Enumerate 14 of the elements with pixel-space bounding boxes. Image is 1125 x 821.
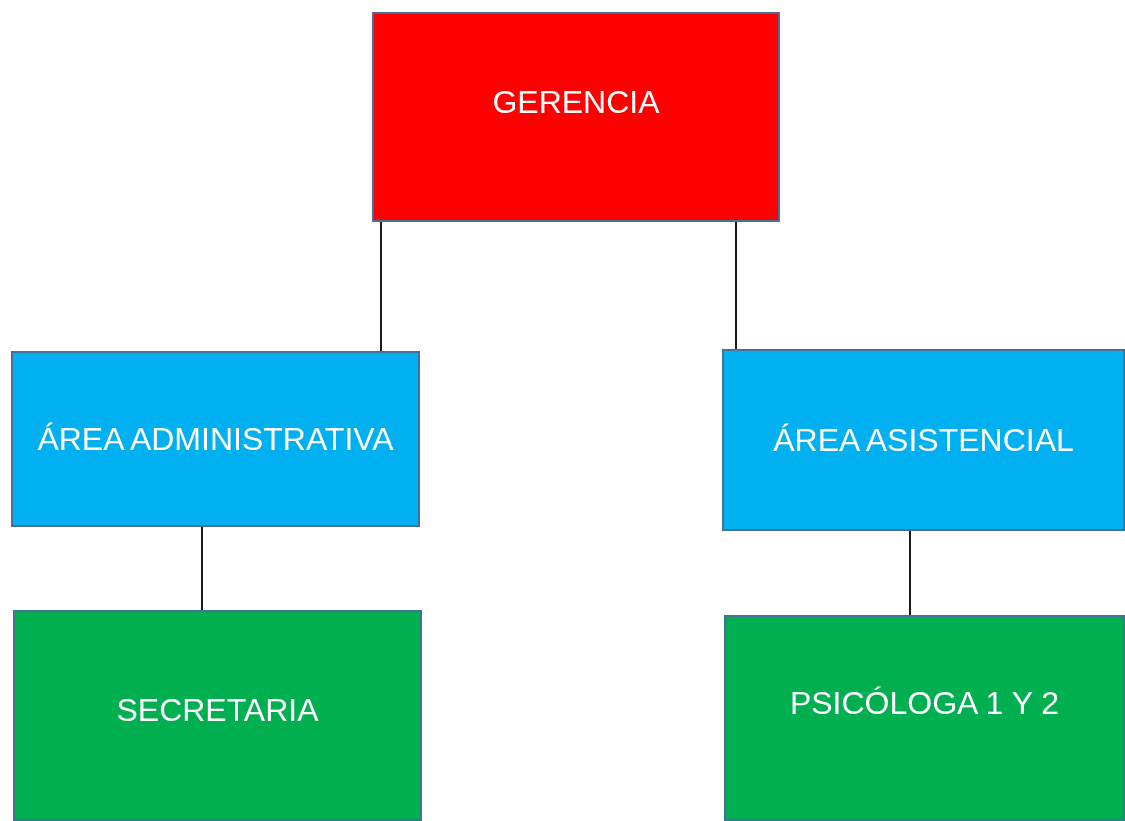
- connector-line: [909, 530, 911, 616]
- box-label: PSICÓLOGA 1 Y 2: [788, 683, 1061, 723]
- box-label: ÁREA ADMINISTRATIVA: [36, 419, 395, 459]
- connector-line: [735, 221, 737, 350]
- org-box: [372, 12, 780, 222]
- box-label: GERENCIA: [491, 82, 661, 122]
- box-label: SECRETARIA: [115, 691, 320, 731]
- org-box: [13, 610, 422, 821]
- org-box: [724, 615, 1125, 821]
- connector-line: [201, 526, 203, 611]
- org-box: [722, 349, 1125, 531]
- box-label: ÁREA ASISTENCIAL: [772, 420, 1075, 460]
- connector-line: [380, 221, 382, 352]
- org-box: [11, 351, 420, 527]
